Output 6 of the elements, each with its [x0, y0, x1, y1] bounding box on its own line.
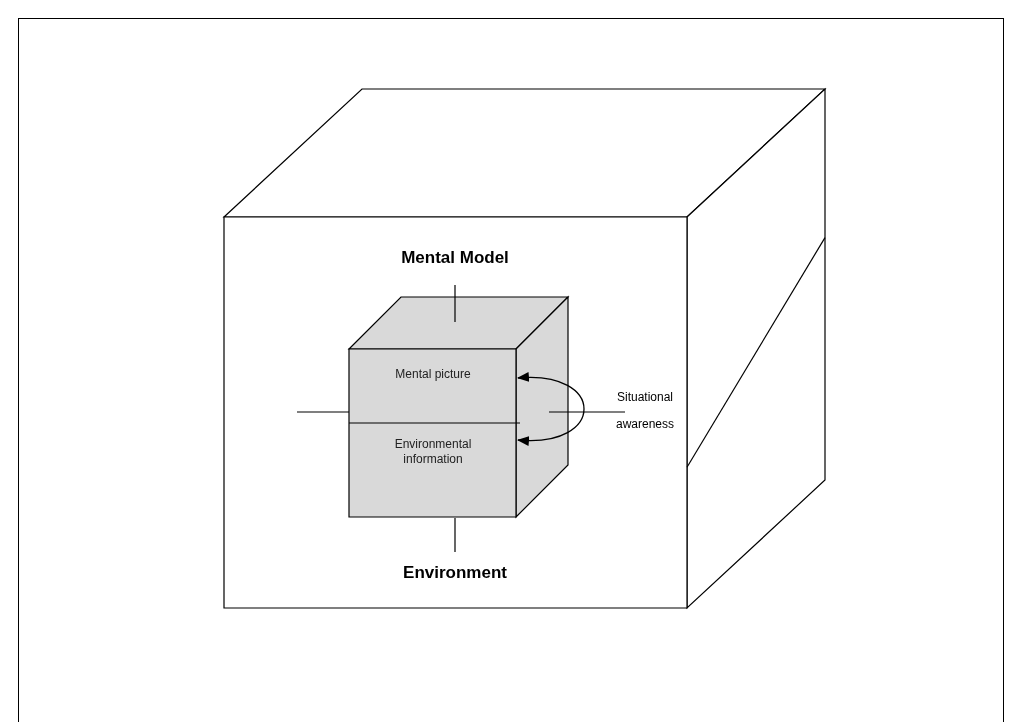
cube-face-label: Mental picture [394, 367, 472, 382]
title-label: Mental Model [400, 248, 510, 268]
title-label: Environment [402, 563, 508, 583]
curved-arrow [517, 372, 585, 446]
side-label: Situational awareness [615, 389, 675, 433]
cube-face-label: Environmental information [393, 437, 473, 467]
